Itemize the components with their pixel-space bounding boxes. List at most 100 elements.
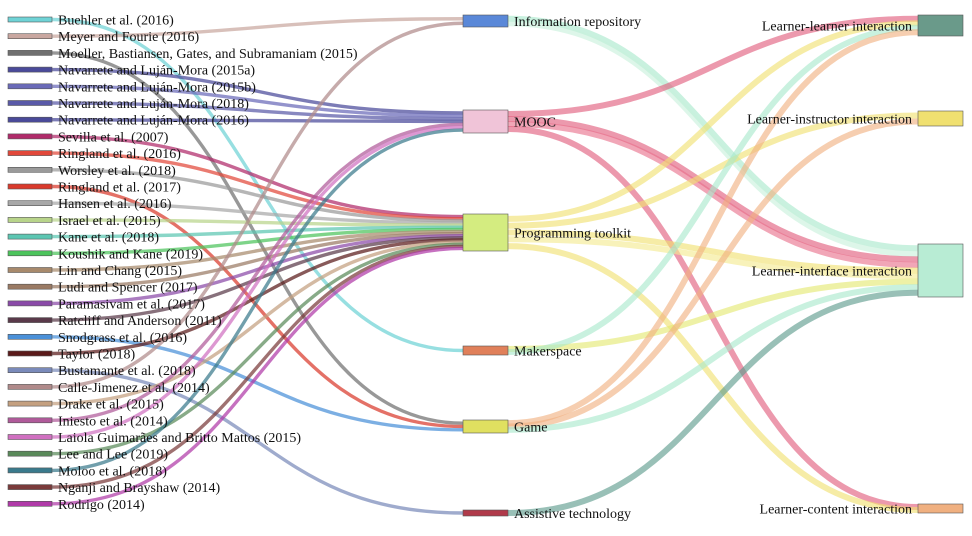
link-s8-m2: [51, 151, 464, 221]
link-m3-t2: [507, 278, 919, 352]
target-nodes: Learner-learner interactionLearner-instr…: [747, 14, 964, 518]
source-label: Snodgrass et al. (2016): [58, 331, 187, 346]
source-label: Paramasivam et al. (2017): [58, 297, 205, 312]
source-node[interactable]: [7, 250, 53, 257]
source-node[interactable]: [7, 400, 53, 407]
link-s20-m2: [51, 238, 464, 356]
target-node[interactable]: [917, 14, 964, 37]
source-node[interactable]: [7, 283, 53, 290]
link-m5-t2: [507, 289, 919, 516]
source-node[interactable]: [7, 484, 53, 490]
source-label: Navarrete and Luján-Mora (2015a): [58, 64, 255, 79]
link-s25-m1: [51, 125, 464, 439]
link-s24-m1: [51, 122, 464, 422]
middle-node[interactable]: [462, 109, 509, 134]
source-node[interactable]: [7, 16, 53, 23]
link-m2-t2: [507, 229, 919, 274]
source-node[interactable]: [7, 467, 53, 474]
target-label: Learner-interface interaction: [752, 265, 912, 280]
link-s14-m2: [51, 227, 464, 255]
source-label: Iniesto et al. (2014): [58, 414, 168, 429]
middle-node[interactable]: [462, 345, 509, 356]
source-label: Ratcliff and Anderson (2011): [58, 314, 222, 329]
source-label: Ringland et al. (2017): [58, 181, 181, 196]
source-label: Bustamante et al. (2018): [58, 364, 196, 379]
source-label: Navarrete and Luján-Mora (2016): [58, 114, 249, 129]
source-label: Worsley et al. (2018): [58, 164, 176, 179]
source-node[interactable]: [7, 133, 53, 140]
source-label: Navarrete and Luján-Mora (2015b): [58, 80, 256, 95]
source-node[interactable]: [7, 50, 53, 56]
link-s26-m2: [51, 242, 464, 456]
source-label: Drake et al. (2015): [58, 398, 164, 413]
source-node[interactable]: [7, 183, 53, 190]
right-links: [507, 15, 919, 516]
source-node[interactable]: [7, 267, 53, 273]
middle-label: MOOC: [514, 116, 556, 131]
source-node[interactable]: [7, 317, 53, 323]
source-node[interactable]: [7, 233, 53, 240]
source-label: Sevilla et al. (2007): [58, 130, 169, 145]
link-s18-m2: [51, 236, 464, 322]
middle-node[interactable]: [462, 509, 509, 517]
middle-label: Game: [514, 421, 547, 436]
link-s6-m1: [51, 118, 464, 124]
link-s29-m2: [51, 246, 464, 506]
middle-node[interactable]: [462, 213, 509, 252]
middle-label: Assistive technology: [514, 507, 631, 522]
source-node[interactable]: [7, 450, 53, 457]
link-m4-t0: [507, 29, 919, 427]
source-node[interactable]: [7, 116, 53, 123]
link-m2-t1: [507, 112, 919, 229]
source-node[interactable]: [7, 384, 53, 390]
link-m2-t3: [507, 243, 919, 513]
source-label: Buehler et al. (2016): [58, 14, 174, 29]
link-m2-t2: [507, 236, 919, 280]
source-label: Lee and Lee (2019): [58, 448, 168, 463]
source-node[interactable]: [7, 200, 53, 206]
link-s10-m4: [51, 184, 464, 429]
link-s15-m2: [51, 229, 464, 272]
target-label: Learner-content interaction: [760, 503, 912, 518]
source-label: Laiola Guimarães and Britto Mattos (2015…: [58, 431, 301, 446]
middle-node[interactable]: [462, 419, 509, 434]
source-node[interactable]: [7, 83, 53, 90]
middle-node[interactable]: [462, 14, 509, 28]
middle-label: Programming toolkit: [514, 227, 631, 242]
source-node[interactable]: [7, 367, 53, 374]
source-label: Ringland et al. (2016): [58, 147, 181, 162]
link-s12-m2: [51, 218, 464, 227]
source-node[interactable]: [7, 300, 53, 307]
source-label: Rodrigo (2014): [58, 498, 145, 513]
link-m0-t2: [507, 20, 919, 257]
link-s28-m2: [51, 244, 464, 489]
link-s23-m2: [51, 240, 464, 406]
source-node[interactable]: [7, 217, 53, 223]
source-node[interactable]: [7, 33, 53, 40]
link-s1-m0: [51, 17, 464, 38]
link-s19-m4: [51, 335, 464, 432]
target-node[interactable]: [917, 243, 964, 298]
source-node[interactable]: [7, 66, 53, 73]
source-node[interactable]: [7, 434, 53, 440]
link-m4-t1: [507, 118, 919, 430]
source-node[interactable]: [7, 417, 53, 424]
target-node[interactable]: [917, 110, 964, 127]
source-node[interactable]: [7, 500, 53, 507]
source-label: Koushik and Kane (2019): [58, 247, 203, 262]
target-node[interactable]: [917, 503, 964, 514]
source-node[interactable]: [7, 167, 53, 173]
source-node[interactable]: [7, 350, 53, 357]
link-s22-m0: [51, 21, 464, 389]
source-label: Meyer and Fourie (2016): [58, 30, 199, 45]
link-m4-t2: [507, 284, 919, 433]
middle-label: Makerspace: [514, 345, 582, 360]
source-node[interactable]: [7, 150, 53, 156]
source-node[interactable]: [7, 100, 53, 106]
source-node[interactable]: [7, 333, 53, 340]
left-links: [51, 17, 464, 515]
link-m2-t0: [507, 20, 919, 222]
